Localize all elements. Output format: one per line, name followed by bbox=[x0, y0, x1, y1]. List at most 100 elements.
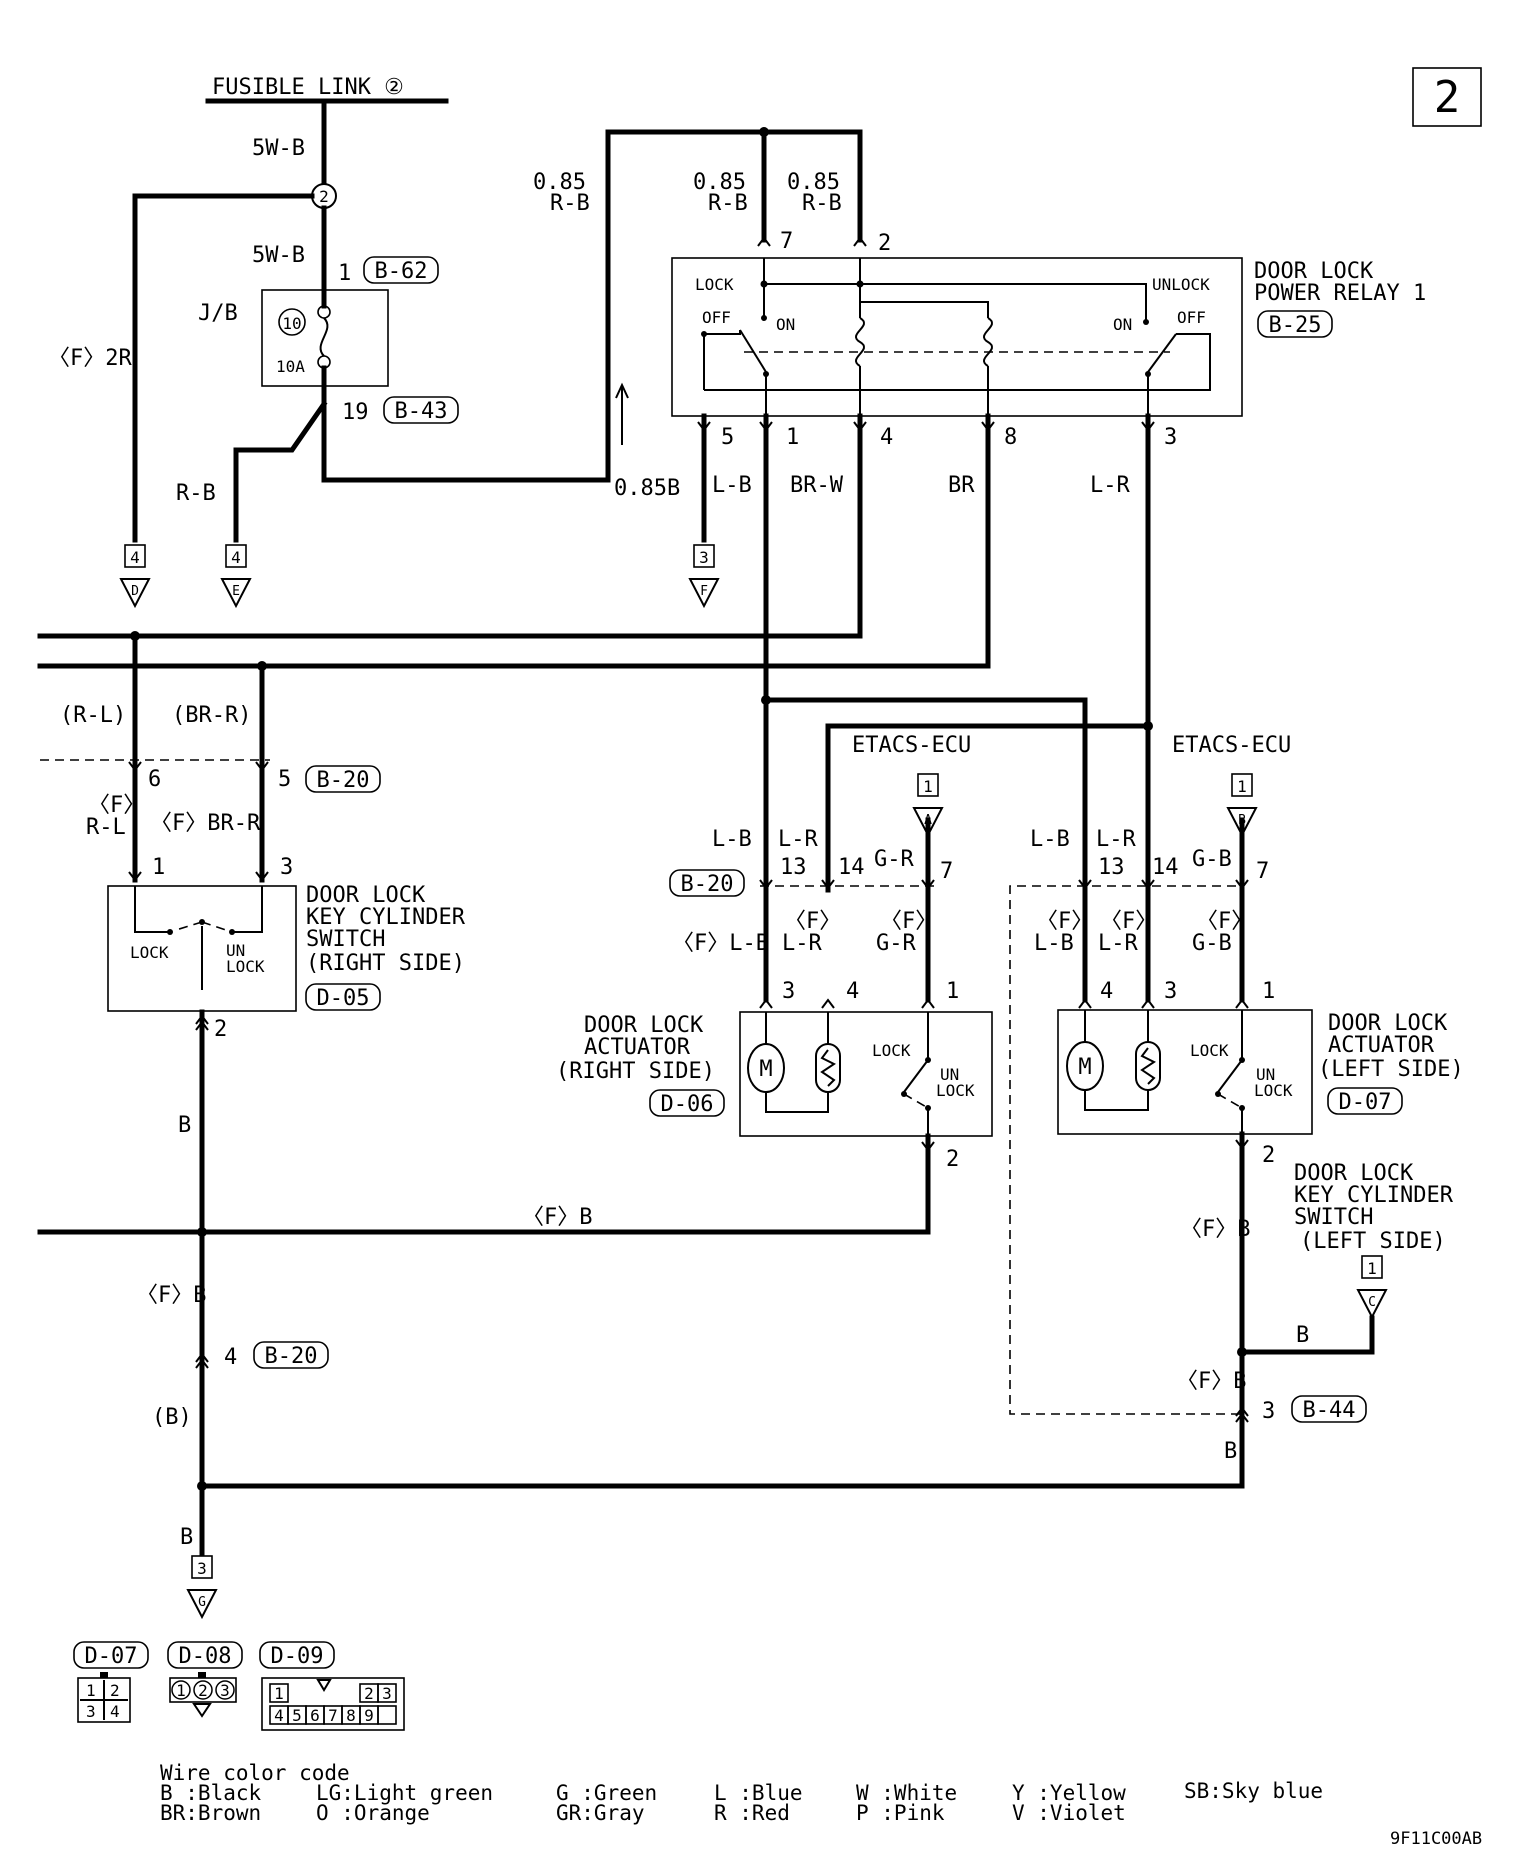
wire-rl-paren: (R-L) bbox=[60, 703, 126, 728]
fusible-link-section: FUSIBLE LINK ② 5W-B 2 5W-B 〈F〉2R J/B 10 … bbox=[48, 75, 767, 543]
jump-d-letter: D bbox=[131, 584, 139, 599]
wire-ls-flr-bottom: L-R bbox=[1098, 931, 1138, 956]
actuator-left-motor: M bbox=[1078, 1055, 1091, 1080]
color-code-gr: GR:Gray bbox=[556, 1801, 645, 1825]
wire-085-mid-2: R-B bbox=[708, 191, 748, 216]
door-lock-actuator-right: ETACS-ECU 1 A L-B L-R G-R 13 14 7 B-20 〈… bbox=[37, 695, 1153, 1237]
legend-d09-pin2: 2 bbox=[364, 1684, 374, 1703]
pin-b2: 2 bbox=[1262, 1143, 1275, 1168]
legend-d09-pin9: 9 bbox=[364, 1706, 374, 1725]
pin-relay-8: 8 bbox=[1004, 425, 1017, 450]
relay-off-left: OFF bbox=[702, 308, 731, 327]
page-number-box: 2 bbox=[1412, 67, 1482, 127]
actuator-left-title-2: ACTUATOR bbox=[1328, 1033, 1435, 1058]
actuator-left-title-1: DOOR LOCK bbox=[1328, 1011, 1448, 1036]
color-code-o: O :Orange bbox=[316, 1801, 430, 1825]
wire-rs-flr-bottom: L-R bbox=[782, 931, 822, 956]
color-code-l: L :Blue bbox=[714, 1781, 803, 1805]
wire-ls-flr-top: 〈F〉 bbox=[1100, 909, 1157, 934]
wire-085-left-2: R-B bbox=[550, 191, 590, 216]
wire-ls-fgb-top: 〈F〉 bbox=[1196, 909, 1253, 934]
color-code-b: B :Black bbox=[160, 1781, 262, 1805]
wire-rs-flr-top: 〈F〉 bbox=[784, 909, 841, 934]
key-switch-right-title-4: (RIGHT SIDE) bbox=[306, 951, 465, 976]
color-code-p: P :Pink bbox=[856, 1801, 945, 1825]
jump-d-page: 4 bbox=[130, 548, 140, 567]
legend-d09-pin5: 5 bbox=[292, 1706, 302, 1725]
legend-d09-pin8: 8 bbox=[346, 1706, 356, 1725]
connector-b62: B-62 bbox=[375, 259, 428, 284]
pin-jb-1: 1 bbox=[338, 261, 351, 286]
wire-ls-gb: G-B bbox=[1192, 847, 1232, 872]
wire-085b: 0.85B bbox=[614, 476, 680, 501]
key-switch-left-title-2: KEY CYLINDER bbox=[1294, 1183, 1454, 1208]
actuator-right-title-2: ACTUATOR bbox=[584, 1035, 691, 1060]
wire-rs-fgr-top: 〈F〉 bbox=[880, 909, 937, 934]
wire-rs-lb: L-B bbox=[712, 827, 752, 852]
wire-f-brr: 〈F〉BR-R bbox=[150, 811, 261, 836]
etacs-a-letter: A bbox=[924, 813, 932, 828]
pin-b14: 14 bbox=[1152, 855, 1179, 880]
actuator-right-motor: M bbox=[759, 1057, 772, 1082]
legend-d07: D-07 bbox=[85, 1644, 138, 1669]
pin-jb-19: 19 bbox=[342, 400, 369, 425]
page-number: 2 bbox=[1434, 72, 1461, 123]
relay-title-2: POWER RELAY 1 bbox=[1254, 281, 1426, 306]
legend-d07-pin3: 3 bbox=[86, 1702, 96, 1721]
wire-085-right-1: 0.85 bbox=[787, 170, 840, 195]
pin-k3: 3 bbox=[280, 855, 293, 880]
pin-b4: 4 bbox=[1100, 979, 1113, 1004]
connector-d05: D-05 bbox=[317, 986, 370, 1011]
legend-d09-pin6: 6 bbox=[310, 1706, 320, 1725]
harness-buses: (R-L) (BR-R) 6 5 B-20 〈F〉 R-L 〈F〉BR-R bbox=[37, 631, 991, 883]
pin-a7: 7 bbox=[940, 859, 953, 884]
relay-title-1: DOOR LOCK bbox=[1254, 259, 1374, 284]
legend-d09: D-09 bbox=[271, 1644, 324, 1669]
legend-d08-pin2: 2 bbox=[198, 1681, 208, 1700]
pin-relay-5: 5 bbox=[721, 425, 734, 450]
pin-a14: 14 bbox=[838, 855, 865, 880]
jump-g-letter: G bbox=[198, 1595, 206, 1610]
wire-fb-right2: 〈F〉B bbox=[1176, 1369, 1247, 1394]
wire-b-bottom: B bbox=[180, 1525, 193, 1550]
color-code-y: Y :Yellow bbox=[1012, 1781, 1126, 1805]
wire-color-code: Wire color code B :Black BR:Brown LG:Lig… bbox=[160, 1761, 1323, 1825]
wire-relay-lb: L-B bbox=[712, 473, 752, 498]
wire-ls-lr: L-R bbox=[1096, 827, 1136, 852]
wire-rs-gr: G-R bbox=[874, 847, 914, 872]
color-code-v: V :Violet bbox=[1012, 1801, 1126, 1825]
legend-d09-pin1: 1 bbox=[274, 1684, 284, 1703]
wire-b-vert: B bbox=[178, 1113, 191, 1138]
key-switch-left-title-3: SWITCH bbox=[1294, 1205, 1373, 1230]
legend-d09-pin4: 4 bbox=[274, 1706, 284, 1725]
pin-k5: 5 bbox=[278, 767, 291, 792]
connector-b44: B-44 bbox=[1303, 1398, 1356, 1423]
legend-d09-pin7: 7 bbox=[328, 1706, 338, 1725]
key-switch-left-title-1: DOOR LOCK bbox=[1294, 1161, 1414, 1186]
actuator-left-box bbox=[1057, 1009, 1313, 1135]
wire-5wb-bottom: 5W-B bbox=[252, 243, 305, 268]
actuator-right-title-1: DOOR LOCK bbox=[584, 1013, 704, 1038]
legend-d07-pin4: 4 bbox=[110, 1702, 120, 1721]
etacs-b-label: ETACS-ECU bbox=[1172, 733, 1291, 758]
actuator-right-title-3: (RIGHT SIDE) bbox=[556, 1059, 715, 1084]
color-code-g: G :Green bbox=[556, 1781, 657, 1805]
actuator-left-unlock: LOCK bbox=[1254, 1081, 1293, 1100]
wire-relay-br: BR bbox=[948, 473, 975, 498]
relay-on-left: ON bbox=[776, 315, 795, 334]
wire-ls-lb: L-B bbox=[1030, 827, 1070, 852]
connector-pin-legend: D-07 D-08 D-09 1 2 3 4 1 2 3 1 2 3 4 bbox=[73, 1641, 405, 1731]
wire-085-right-2: R-B bbox=[802, 191, 842, 216]
color-code-w: W :White bbox=[856, 1781, 957, 1805]
wire-fb-right1: 〈F〉B bbox=[1180, 1217, 1251, 1242]
wire-rs-lr: L-R bbox=[778, 827, 818, 852]
wire-fb-horiz: 〈F〉B bbox=[522, 1205, 593, 1230]
pin-relay-4: 4 bbox=[880, 425, 893, 450]
wire-ls-flb-top: 〈F〉 bbox=[1036, 909, 1093, 934]
actuator-right-un: UN bbox=[940, 1065, 959, 1084]
relay-on-right: ON bbox=[1113, 315, 1132, 334]
wire-relay-brw: BR-W bbox=[790, 473, 844, 498]
connector-d06: D-06 bbox=[661, 1092, 714, 1117]
door-lock-power-relay: 0.85 R-B 0.85 R-B 7 2 LOCK UNLOCK OFF ON… bbox=[671, 127, 1426, 1003]
